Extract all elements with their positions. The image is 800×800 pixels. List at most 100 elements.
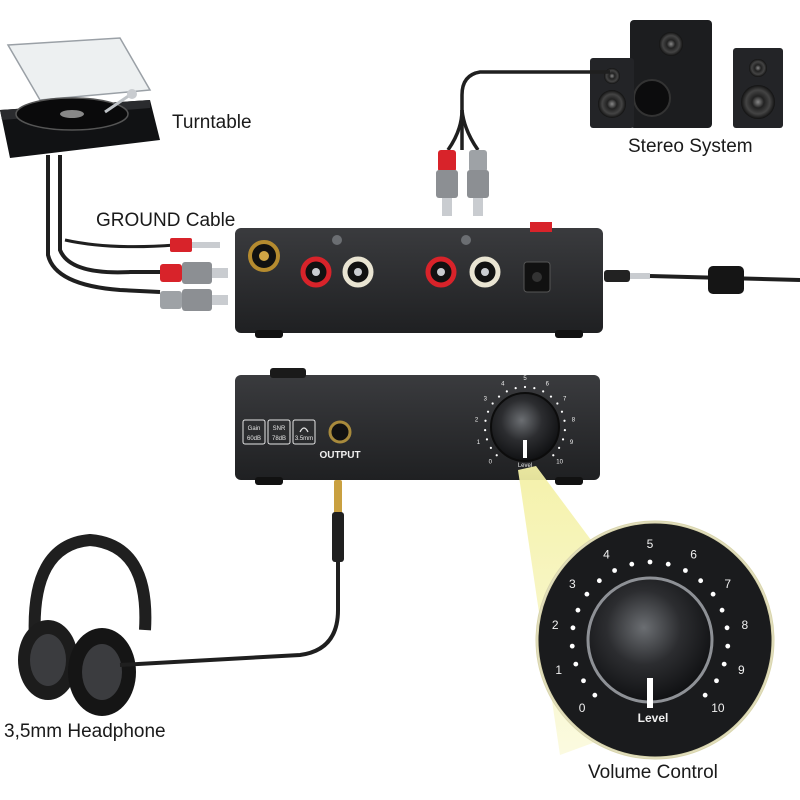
dial-dot xyxy=(549,395,553,398)
dial-number: 7 xyxy=(563,396,567,402)
dial-dot xyxy=(495,454,498,457)
dial-dot xyxy=(612,568,617,573)
gain-badge xyxy=(242,419,266,445)
dial-number: 2 xyxy=(552,618,559,632)
dial-number: 10 xyxy=(711,701,725,715)
stereo-system-label: Stereo System xyxy=(628,136,753,157)
rca-plug-white-input xyxy=(160,289,228,311)
speaker-cable xyxy=(460,70,610,150)
ground-wire xyxy=(64,238,176,249)
dial-dot xyxy=(560,410,564,413)
ground-cable-label: GROUND Cable xyxy=(96,210,236,231)
rca-plug-red-output xyxy=(436,150,458,216)
dial-number: 3 xyxy=(484,396,488,402)
dial-dot xyxy=(724,625,730,631)
preamp-rear-panel xyxy=(235,222,603,338)
jack-badge xyxy=(292,419,316,445)
dial-number: 1 xyxy=(477,440,481,446)
snr-value: 78dB xyxy=(272,436,286,442)
volume-knob-small[interactable] xyxy=(490,392,560,462)
dial-number: 0 xyxy=(489,460,493,466)
dial-number: 9 xyxy=(738,663,745,677)
dial-dot xyxy=(533,387,536,390)
dial-dot xyxy=(721,661,727,667)
dial-number: 3 xyxy=(569,577,576,591)
zoom-dial-numbers: 0 1 2 3 4 5 6 7 8 9 10 xyxy=(552,537,749,715)
dial-number: 6 xyxy=(690,548,697,562)
dial-dot xyxy=(592,692,598,698)
headphone-label: 3,5mm Headphone xyxy=(4,721,166,742)
dial-dot xyxy=(584,591,590,597)
headphone-cable xyxy=(119,560,340,667)
dial-number: 1 xyxy=(555,663,562,677)
dial-dot xyxy=(497,395,501,398)
dial-number: 9 xyxy=(570,440,574,446)
dial-dot xyxy=(596,578,602,584)
headphone-icon xyxy=(299,427,309,433)
gain-value: 60dB xyxy=(247,436,261,442)
small-level-label: Level xyxy=(518,463,532,469)
rca-plug-white-output xyxy=(467,150,489,216)
headphone-output-jack xyxy=(328,420,352,444)
dial-dot xyxy=(485,438,489,441)
dial-number: 5 xyxy=(647,537,654,551)
dial-dot xyxy=(702,692,708,698)
dial-number: 0 xyxy=(579,701,586,715)
dial-dot xyxy=(558,446,561,449)
dial-number: 4 xyxy=(603,548,610,562)
zoom-dial-dots xyxy=(569,559,731,698)
turntable-label: Turntable xyxy=(172,112,252,133)
dial-number: 8 xyxy=(572,417,576,423)
dial-dot xyxy=(563,419,566,422)
output-label: OUTPUT xyxy=(319,450,360,461)
dial-dot xyxy=(489,446,492,449)
dial-dot xyxy=(575,607,581,613)
dial-dot xyxy=(491,402,494,405)
dial-number: 7 xyxy=(724,577,731,591)
preamp-front-panel: Gain 60dB SNR 78dB 3.5mm OUTPUT 01234567… xyxy=(235,368,600,485)
dial-dot xyxy=(484,419,487,422)
dial-dot xyxy=(514,387,517,390)
headphones xyxy=(18,533,152,716)
snr-title: SNR xyxy=(273,426,286,432)
dial-number: 4 xyxy=(501,381,505,387)
dial-dot xyxy=(556,402,559,405)
dial-number: 8 xyxy=(741,618,748,632)
dial-dot xyxy=(523,385,527,389)
dial-dot xyxy=(561,438,565,441)
dial-dot xyxy=(581,678,586,684)
snr-badge xyxy=(267,419,291,445)
dial-dot xyxy=(569,643,575,649)
dial-dot xyxy=(665,561,671,567)
dial-dot xyxy=(719,607,725,613)
dial-number: 5 xyxy=(523,376,527,382)
stereo-system xyxy=(590,20,783,128)
ground-connector xyxy=(170,238,220,252)
dial-dot xyxy=(647,559,653,565)
dial-dot xyxy=(683,568,688,573)
dial-dot xyxy=(563,429,566,432)
dial-dot xyxy=(552,454,555,457)
dial-dot xyxy=(484,429,487,432)
dial-dot xyxy=(629,561,635,567)
dial-dot xyxy=(710,591,716,597)
gain-title: Gain xyxy=(248,426,261,432)
dial-dot xyxy=(725,643,731,649)
turntable-cable-2 xyxy=(58,155,160,275)
small-dial-dots xyxy=(484,385,566,457)
power-cable xyxy=(604,266,800,294)
dial-dot xyxy=(486,410,490,413)
dial-dot xyxy=(570,625,576,631)
dial-dot xyxy=(698,578,704,584)
dial-number: 10 xyxy=(556,460,563,466)
jack-value: 3.5mm xyxy=(295,436,313,442)
dial-dot xyxy=(714,678,719,684)
volume-control-label: Volume Control xyxy=(588,762,718,783)
dial-dot xyxy=(573,661,579,667)
dial-number: 6 xyxy=(546,381,550,387)
dial-dot xyxy=(542,390,545,393)
